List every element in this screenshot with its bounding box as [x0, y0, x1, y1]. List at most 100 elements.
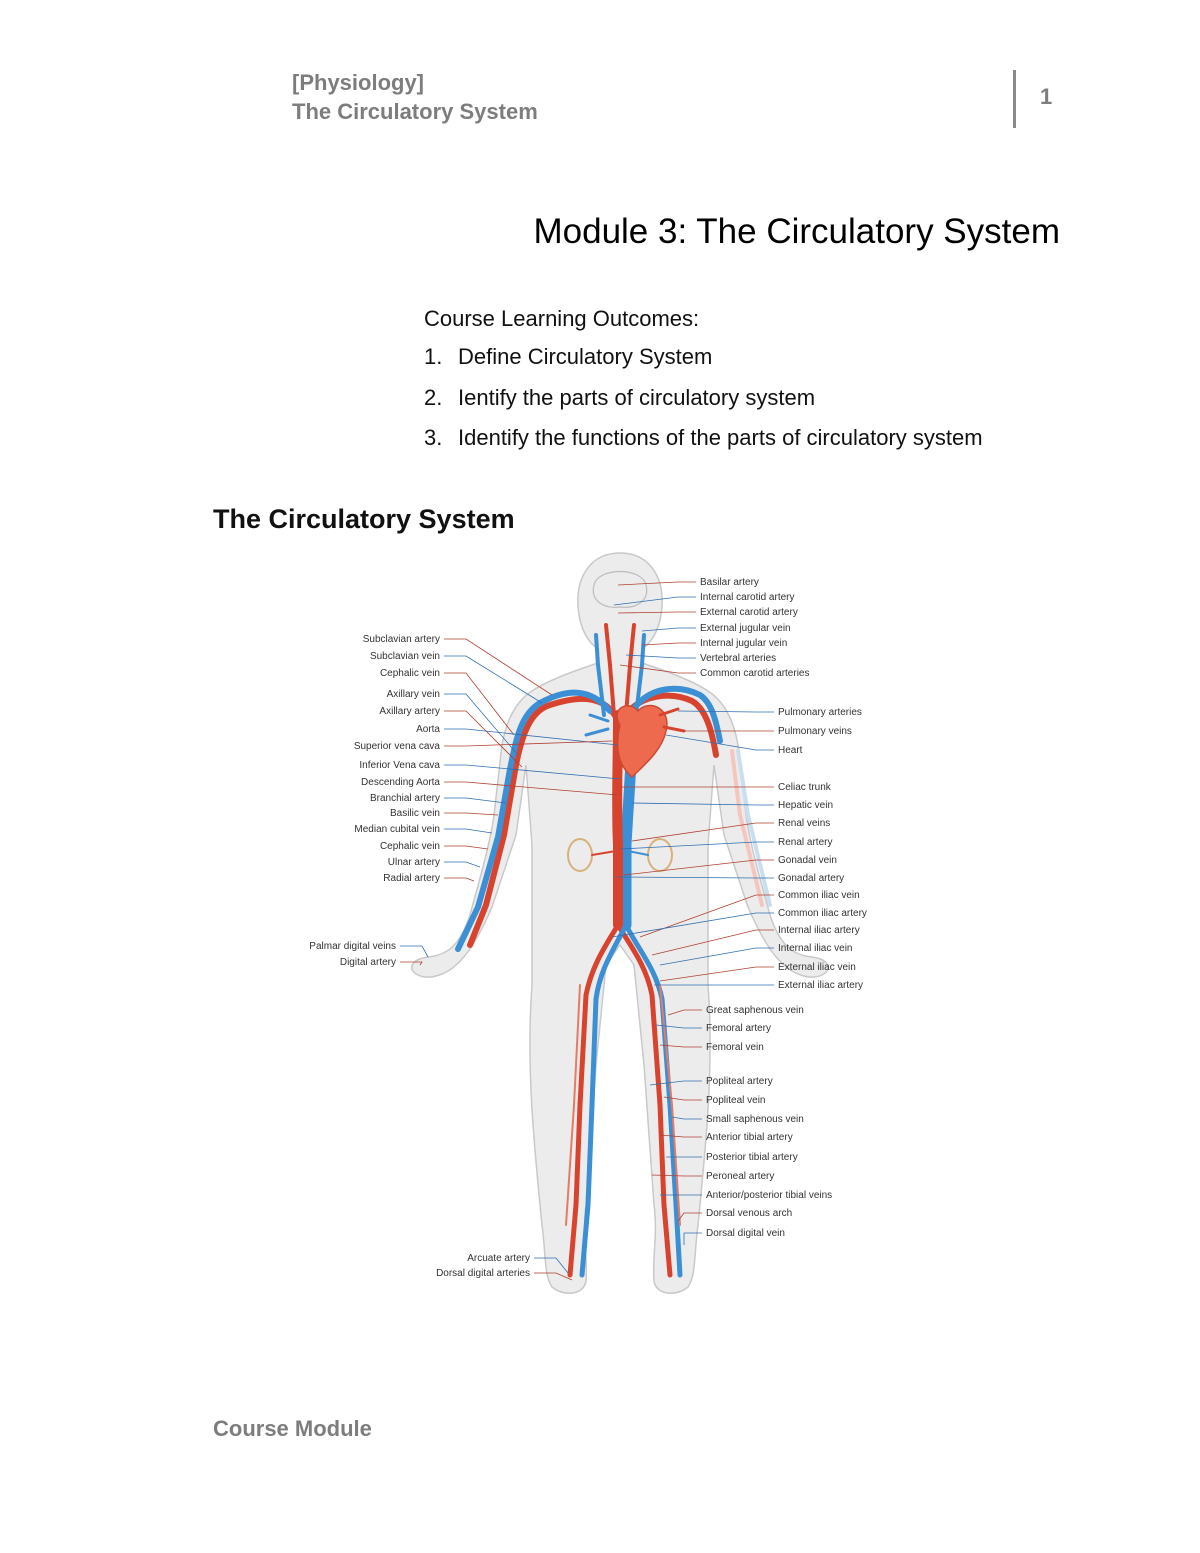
left-renal-artery	[591, 850, 617, 856]
header-title: The Circulatory System	[292, 99, 538, 124]
label-text: Basilar artery	[700, 577, 759, 588]
footer-text: Course Module	[213, 1416, 372, 1441]
label-text: Internal iliac vein	[778, 943, 852, 954]
label-text: Vertebral arteries	[700, 653, 776, 664]
leader-line	[665, 734, 774, 751]
label-right: Anterior tibial artery	[659, 1132, 793, 1143]
leader-line	[671, 1116, 702, 1120]
label-right: Celiac trunk	[620, 782, 832, 793]
leader-line	[444, 710, 523, 768]
label-text: Cephalic vein	[380, 668, 440, 679]
header-divider	[1013, 70, 1016, 128]
page-number: 1	[1040, 84, 1053, 109]
label-text: Palmar digital veins	[309, 941, 396, 952]
label-text: Dorsal digital arteries	[436, 1268, 530, 1279]
outcomes-list: 1.Define Circulatory System 2.Ientify th…	[424, 344, 983, 466]
leader-line	[534, 1257, 569, 1274]
label-left: Inferior Vena cava	[359, 760, 621, 780]
label-text: Dorsal venous arch	[706, 1208, 792, 1219]
label-right: Hepatic vein	[631, 800, 833, 811]
label-text: Cephalic vein	[380, 841, 440, 852]
leader-line	[631, 802, 774, 806]
label-right: Renal veins	[631, 818, 830, 842]
label-text: Peroneal artery	[706, 1171, 774, 1182]
leader-line	[444, 828, 493, 834]
label-right: Vertebral arteries	[625, 653, 776, 664]
leader-line	[444, 740, 613, 747]
pulmonary-right	[658, 707, 686, 733]
label-left: Ulnar artery	[388, 857, 481, 868]
header-course: [Physiology]	[292, 70, 425, 95]
label-right: External jugular vein	[641, 623, 791, 634]
label-text: Anterior/posterior tibial veins	[706, 1190, 832, 1201]
label-text: Radial artery	[383, 873, 440, 884]
label-left: Digital artery	[340, 957, 423, 968]
label-text: Descending Aorta	[361, 777, 440, 788]
label-text: Heart	[778, 745, 803, 756]
right-carotid	[624, 623, 636, 717]
label-right: Pulmonary arteries	[677, 707, 862, 718]
label-text: Common carotid arteries	[700, 668, 809, 679]
label-text: Aorta	[416, 724, 440, 735]
label-right: Dorsal digital vein	[683, 1228, 785, 1245]
label-right: External iliac artery	[654, 980, 863, 991]
leader-line	[651, 1174, 702, 1177]
label-right: Internal iliac artery	[651, 925, 860, 956]
left-jugular	[594, 633, 606, 717]
label-right: Internal jugular vein	[641, 638, 787, 649]
leader-line	[659, 966, 774, 982]
leader-line	[613, 596, 696, 606]
label-text: Anterior tibial artery	[706, 1132, 793, 1143]
leader-line	[655, 1024, 702, 1029]
label-right: External iliac vein	[659, 962, 856, 982]
label-text: Inferior Vena cava	[359, 760, 440, 771]
label-right: Common iliac artery	[611, 908, 867, 938]
label-left: Aorta	[416, 724, 619, 746]
leader-line	[617, 581, 696, 586]
right-forearm-vein-faint	[736, 749, 772, 907]
label-left: Basilic vein	[390, 808, 499, 819]
label-text: External jugular vein	[700, 623, 791, 634]
label-text: Axillary vein	[387, 689, 440, 700]
label-text: Internal carotid artery	[700, 592, 795, 603]
label-left: Arcuate artery	[467, 1253, 569, 1274]
saphenous-right	[659, 984, 681, 1226]
label-text: Subclavian artery	[363, 634, 440, 645]
leader-line	[639, 894, 774, 938]
label-right: Common carotid arteries	[619, 664, 809, 679]
outcome-item: 2.Ientify the parts of circulatory syste…	[424, 384, 816, 410]
leader-line	[615, 876, 774, 879]
label-left: Branchial artery	[370, 793, 507, 804]
label-text: External carotid artery	[700, 607, 798, 618]
label-left: Radial artery	[383, 873, 475, 884]
label-text: Gonadal vein	[778, 855, 837, 866]
heart-shape	[616, 704, 668, 779]
left-leg-artery	[567, 922, 621, 1278]
outcome-item: 3.Identify the functions of the parts of…	[424, 425, 983, 450]
label-text: Posterior tibial artery	[706, 1152, 798, 1163]
leader-line	[444, 861, 481, 868]
label-right: Pulmonary veins	[684, 726, 852, 737]
label-left: Axillary artery	[379, 706, 523, 768]
label-text: Internal iliac artery	[778, 925, 860, 936]
label-left: Subclavian artery	[363, 634, 553, 696]
right-arm-vein	[629, 685, 723, 744]
leader-line	[444, 797, 507, 804]
outcomes-heading: Course Learning Outcomes:	[424, 306, 700, 331]
label-text: Pulmonary arteries	[778, 707, 862, 718]
label-text: Popliteal artery	[706, 1076, 773, 1087]
leader-line	[625, 654, 696, 659]
leader-line	[444, 812, 499, 816]
leader-line	[659, 1134, 702, 1138]
leader-line	[400, 961, 423, 966]
section-heading: The Circulatory System	[213, 504, 515, 534]
leader-line	[677, 1212, 702, 1222]
label-text: External iliac artery	[778, 980, 863, 991]
leader-line	[667, 1009, 702, 1016]
label-text: Basilic vein	[390, 808, 440, 819]
label-right: Popliteal artery	[649, 1076, 773, 1087]
left-carotid	[604, 623, 616, 717]
right-renal-vein	[627, 850, 649, 856]
label-right: Posterior tibial artery	[666, 1152, 798, 1163]
